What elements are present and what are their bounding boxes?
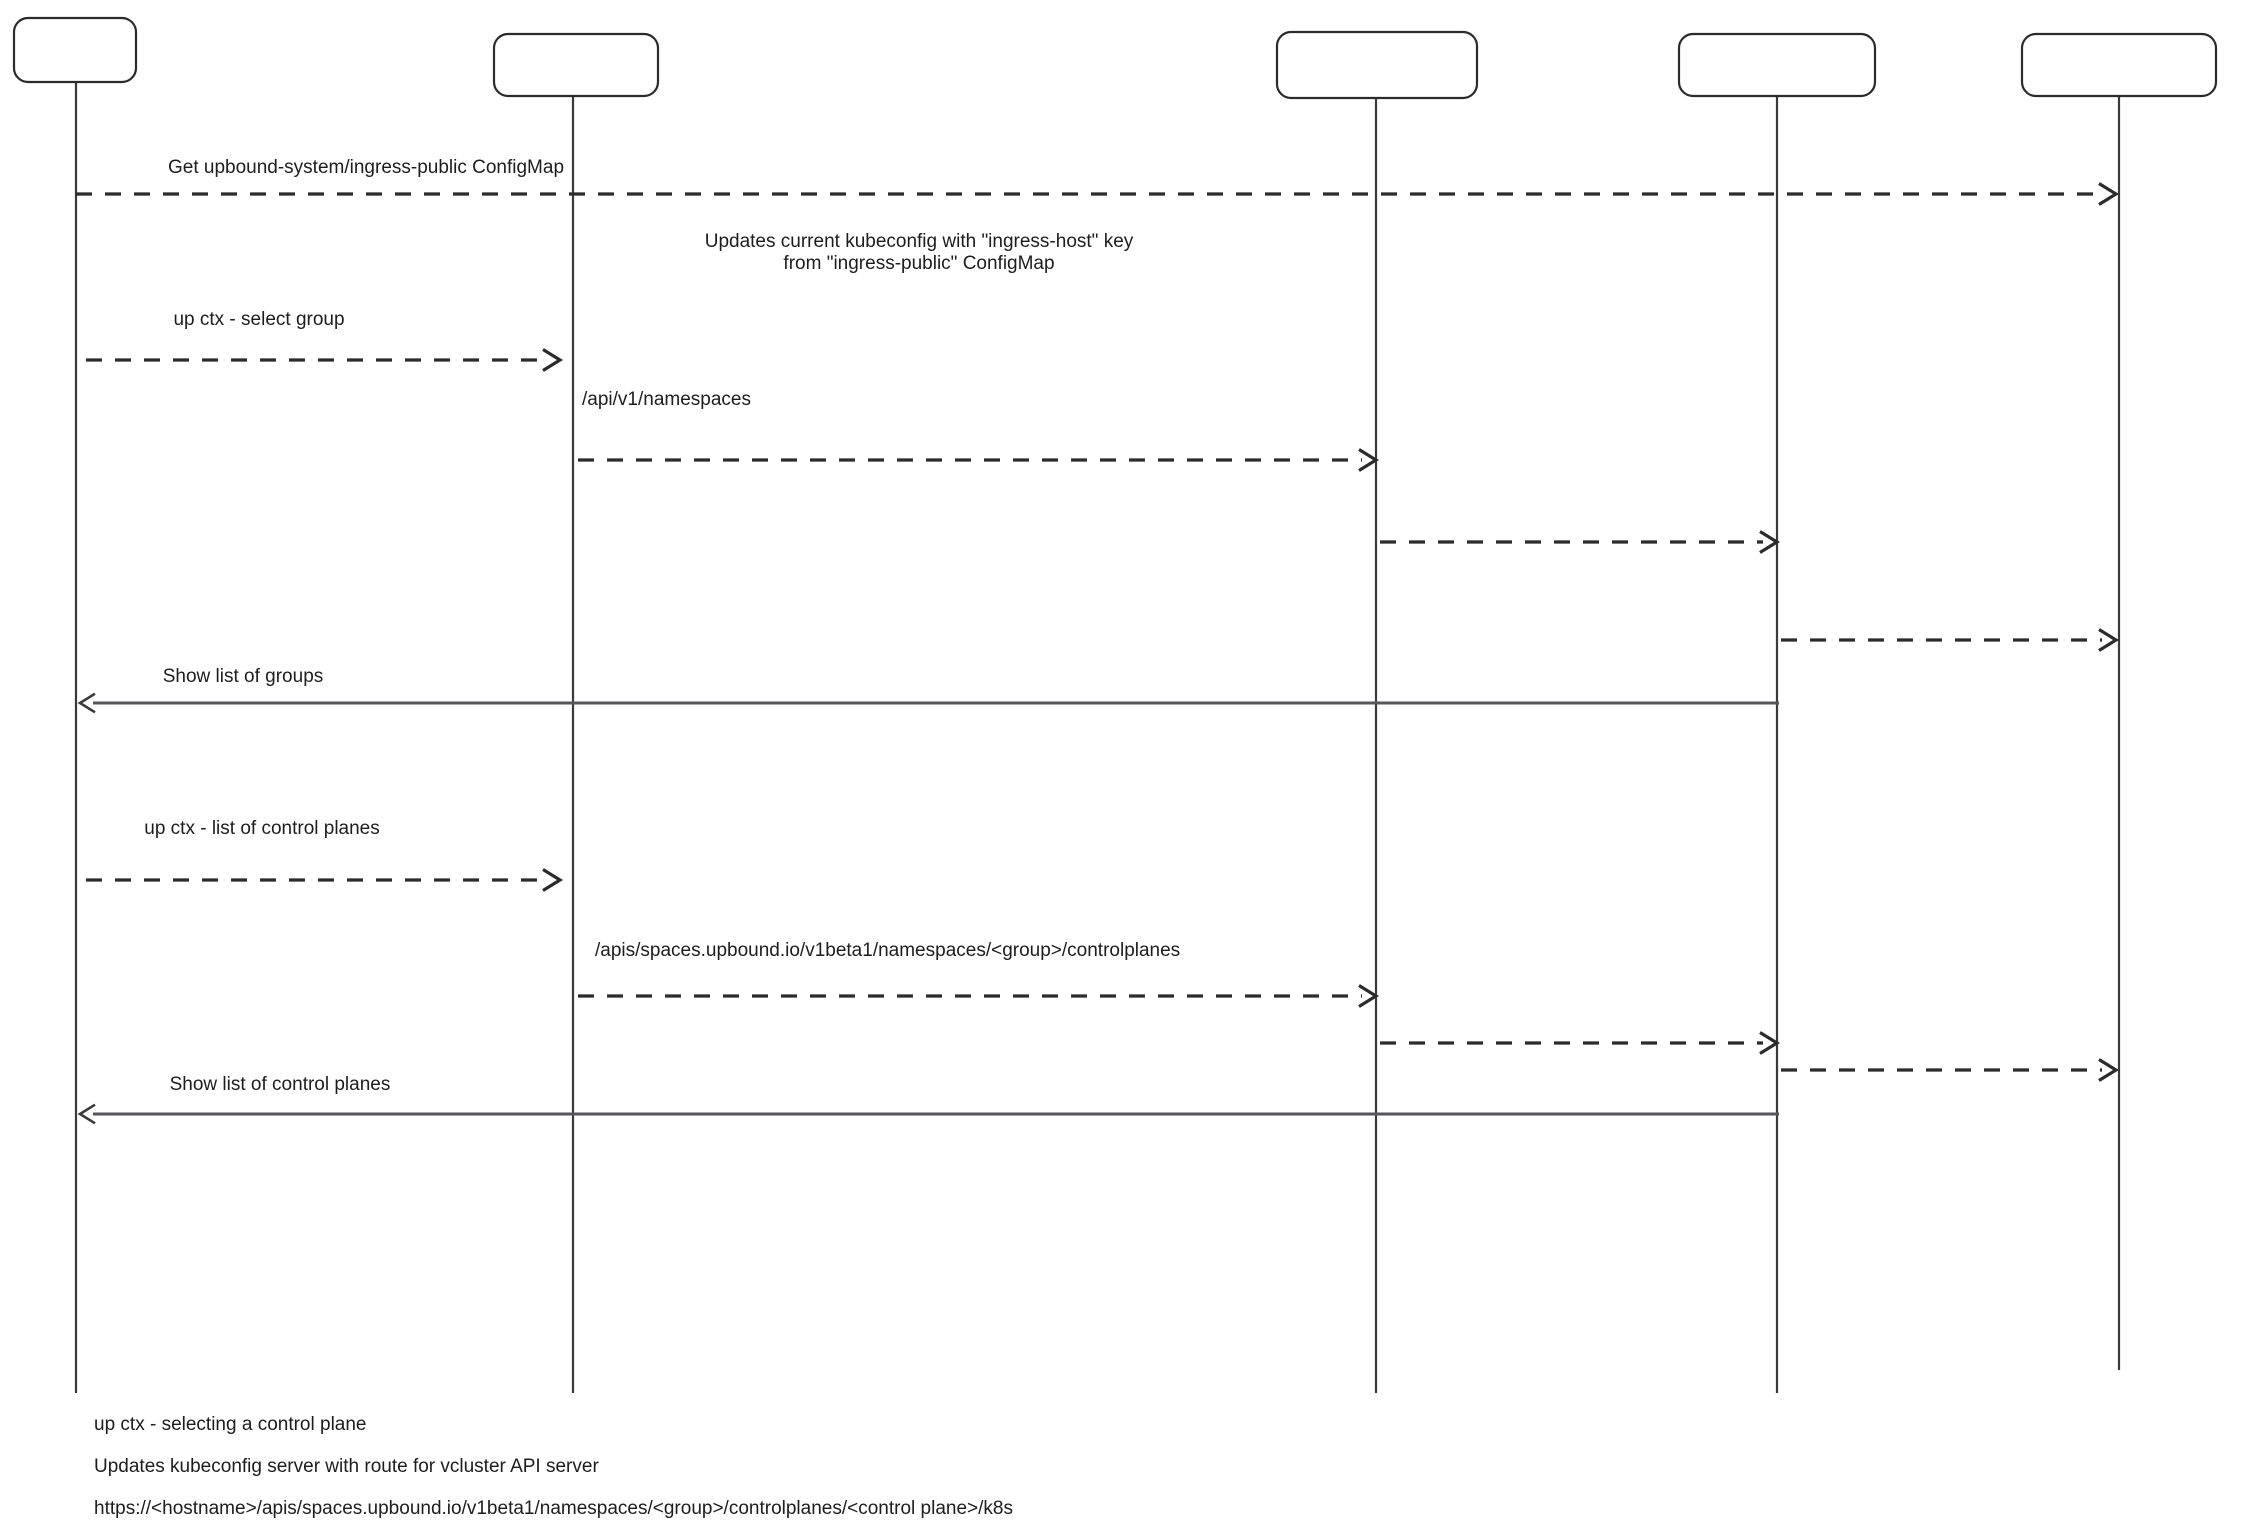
message-label-msg-get-configmap: Get upbound-system/ingress-public Config… [168,157,564,178]
participant-box-user[interactable] [12,16,138,84]
lifelines-group [74,82,2121,1393]
message-msg-apis-controlplanes: /apis/spaces.upbound.io/v1beta1/namespac… [578,940,1380,1008]
message-msg-spaces-api-to-host-2 [1781,1058,2120,1082]
message-msg-show-list-of-control-planes: Show list of control planes [77,1074,1779,1125]
participant-spaces-api[interactable] [1677,32,1877,98]
footer-note-2: Updates kubeconfig server with route for… [94,1456,599,1477]
message-msg-show-list-of-groups: Show list of groups [77,666,1779,714]
arrowhead [77,1103,96,1125]
arrowhead [1759,530,1781,554]
participant-box-host-cluster[interactable] [2020,32,2218,98]
message-label-msg-up-ctx-select-group: up ctx - select group [173,309,344,330]
message-label-msg-show-list-of-groups: Show list of groups [163,666,324,687]
participant-box-spaces-api[interactable] [1677,32,1877,98]
participant-host-cluster[interactable] [2020,32,2218,98]
participant-user[interactable] [12,16,138,84]
message-msg-up-ctx-select-group: up ctx - select group [86,309,564,372]
footer-note-1: up ctx - selecting a control plane [94,1414,367,1435]
message-label-msg-apis-controlplanes: /apis/spaces.upbound.io/v1beta1/namespac… [595,940,1180,961]
message-msg-router-to-spaces-api [1380,530,1781,554]
message-label-msg-show-list-of-control-planes: Show list of control planes [170,1074,391,1095]
arrowhead [2098,182,2120,206]
participant-box-gateway[interactable] [492,32,660,98]
participant-spaces-router[interactable] [1275,30,1479,100]
message-label-note-updates-kubeconfig: Updates current kubeconfig with "ingress… [705,231,1134,252]
messages-group: Get upbound-system/ingress-public Config… [76,157,2120,1125]
footer-note-3: https://<hostname>/apis/spaces.upbound.i… [94,1498,1013,1519]
message-msg-router-to-spaces-api-2 [1380,1031,1781,1055]
message-msg-spaces-api-to-host [1781,628,2120,652]
arrowhead [1358,448,1380,472]
message-label2-note-updates-kubeconfig: from "ingress-public" ConfigMap [783,253,1054,274]
message-msg-api-v1-namespaces: /api/v1/namespaces [578,389,1380,472]
arrowhead [2098,628,2120,652]
participant-gateway[interactable] [492,32,660,98]
arrowhead [542,348,564,372]
arrowhead [1358,984,1380,1008]
arrowhead [77,692,96,714]
message-msg-up-ctx-list-control-planes: up ctx - list of control planes [86,818,564,892]
message-msg-get-configmap: Get upbound-system/ingress-public Config… [76,157,2120,206]
participants-group [12,16,2218,100]
arrowhead [2098,1058,2120,1082]
participant-box-spaces-router[interactable] [1275,30,1479,100]
arrowhead [1759,1031,1781,1055]
message-label-msg-api-v1-namespaces: /api/v1/namespaces [582,389,751,410]
message-note-updates-kubeconfig: Updates current kubeconfig with "ingress… [705,231,1134,274]
message-label-msg-up-ctx-list-control-planes: up ctx - list of control planes [144,818,380,839]
arrowhead [542,868,564,892]
footer-notes-group: up ctx - selecting a control planeUpdate… [94,1414,1013,1519]
